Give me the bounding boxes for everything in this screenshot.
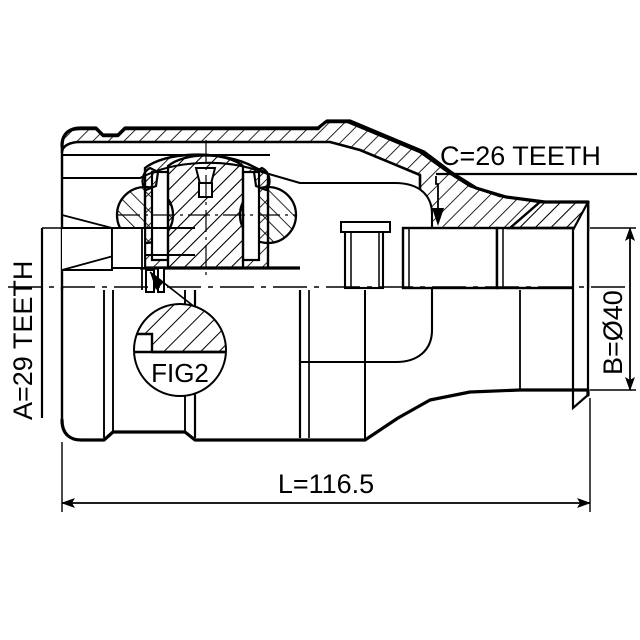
- fig2-label: FIG2: [151, 358, 209, 388]
- fig2-leader-line: [149, 271, 197, 309]
- counterbore-step: [340, 221, 391, 233]
- fig2-detail-callout: FIG2: [133, 271, 227, 397]
- body-bottom-contour: [60, 388, 590, 442]
- label-c-leader: [435, 176, 439, 214]
- seal-nub-left: [141, 166, 160, 192]
- shaft-end-face: [571, 201, 590, 411]
- label-a-29-teeth: A=29 TEETH: [8, 261, 38, 420]
- stem-taper-upper: [61, 214, 113, 229]
- diameter-dimension-group: B=Ø40: [590, 227, 636, 391]
- label-l-length: L=116.5: [278, 469, 374, 499]
- label-b-diameter: B=Ø40: [598, 290, 628, 375]
- label-c-26-teeth: C=26 TEETH: [440, 141, 601, 171]
- inner-spline-dimension-group: A=29 TEETH: [8, 227, 148, 420]
- joint-housing-section: [60, 119, 590, 232]
- housing-top-outline: [60, 119, 590, 204]
- stem-taper-lower: [61, 254, 118, 271]
- fig2-leader-arrow: [150, 272, 163, 290]
- stem-collar: [111, 227, 146, 269]
- inner-spline-stem: [61, 214, 195, 293]
- outer-spline-dimension-group: C=26 TEETH: [432, 141, 637, 226]
- seal-nub-right: [252, 166, 271, 192]
- splined-shaft-section: [340, 200, 590, 411]
- length-dimension-group: L=116.5: [61, 398, 591, 512]
- label-c-leader-arrow: [432, 208, 444, 226]
- shaft-bore-step-2: [401, 226, 499, 290]
